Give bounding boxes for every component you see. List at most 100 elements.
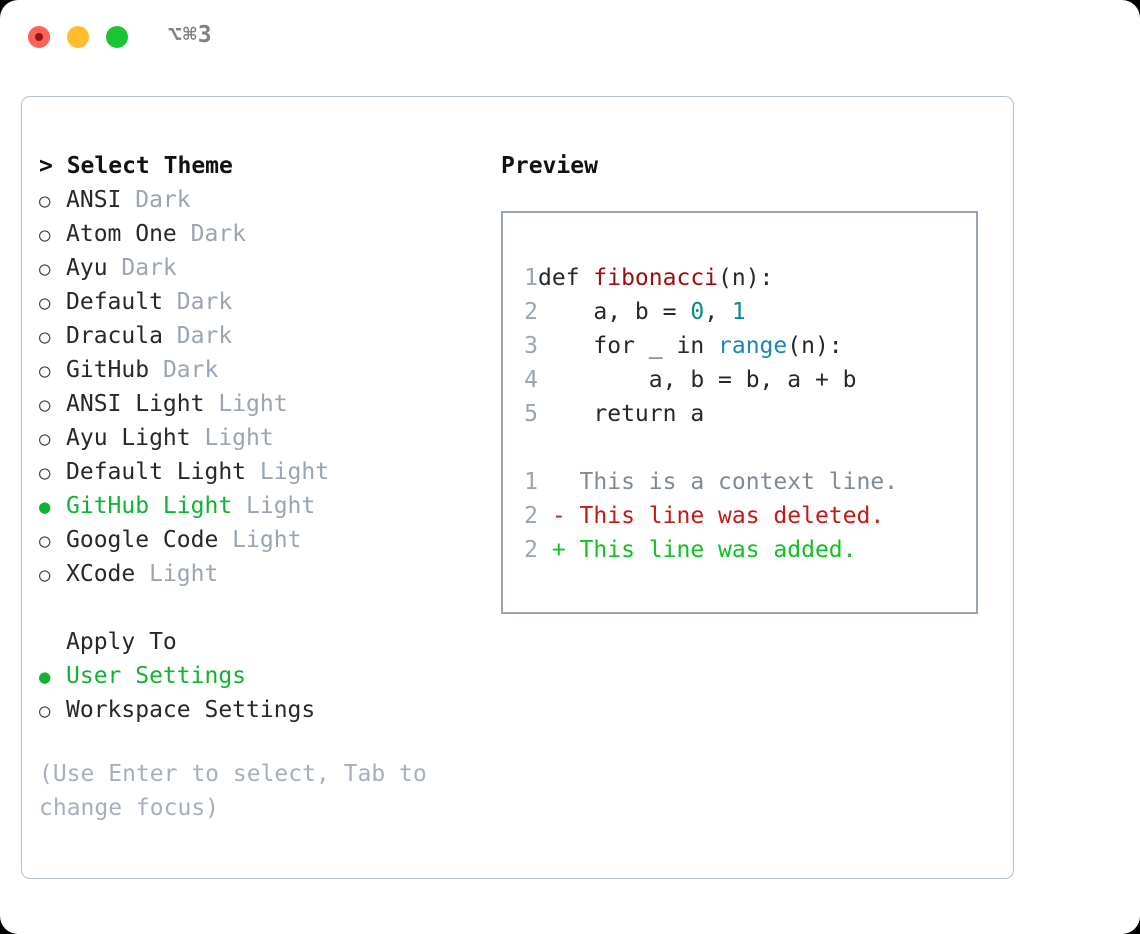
theme-option-ayu-light[interactable]: ○ Ayu Light Light <box>39 421 489 455</box>
line-number: 1 <box>524 469 538 495</box>
line-number: 2 <box>524 299 538 325</box>
preview-title: Preview <box>501 153 598 179</box>
line-number: 2 <box>524 503 538 529</box>
theme-option-list: ○ANSI Dark○Atom One Dark○Ayu Dark○Defaul… <box>39 183 489 591</box>
code-token: for _ in <box>538 333 719 359</box>
page-title: > Select Theme <box>39 153 233 179</box>
theme-option-variant: Light <box>190 425 274 451</box>
radio-unselected-icon: ○ <box>39 394 51 416</box>
diff-line: 2 - This line was deleted. <box>516 499 898 533</box>
theme-option-label: Default <box>66 289 163 315</box>
theme-option-label: Dracula <box>66 323 163 349</box>
theme-option-variant: Light <box>135 561 219 587</box>
maximize-window-icon[interactable] <box>106 26 128 48</box>
theme-option-label: ANSI <box>66 187 122 213</box>
theme-option-label: ANSI Light <box>66 391 205 417</box>
content-card: > Select Theme ○ANSI Dark○Atom One Dark○… <box>21 96 1014 879</box>
theme-option-google-code[interactable]: ○ Google Code Light <box>39 523 489 557</box>
theme-option-label: Ayu <box>66 255 108 281</box>
theme-option-variant: Light <box>232 493 316 519</box>
theme-option-variant: Light <box>204 391 288 417</box>
apply-to-option-label: User Settings <box>66 663 247 689</box>
title-bar: ⌥⌘3 <box>0 0 1140 76</box>
theme-selector-pane: > Select Theme ○ANSI Dark○Atom One Dark○… <box>39 149 489 825</box>
close-window-icon[interactable] <box>28 26 50 48</box>
code-token: - This line was deleted. <box>538 503 885 529</box>
code-token: (n): <box>718 265 774 291</box>
code-token: (n): <box>787 333 843 359</box>
apply-to-option-list: ● User Settings ○ Workspace Settings <box>39 659 489 727</box>
theme-option-dracula[interactable]: ○ Dracula Dark <box>39 319 489 353</box>
theme-option-label: XCode <box>66 561 136 587</box>
radio-unselected-icon: ○ <box>39 326 51 348</box>
theme-option-variant: Dark <box>162 289 233 315</box>
code-token: def <box>538 265 594 291</box>
radio-unselected-icon: ○ <box>39 428 51 450</box>
code-token: range <box>718 333 788 359</box>
apply-to-option-label: Workspace Settings <box>66 697 316 723</box>
code-token: return a <box>538 401 705 427</box>
code-token: 0 <box>690 299 705 325</box>
theme-option-variant: Dark <box>176 221 247 247</box>
radio-unselected-icon: ○ <box>39 700 51 722</box>
line-number: 3 <box>524 333 538 359</box>
code-token: , <box>704 299 732 325</box>
radio-unselected-icon: ○ <box>39 292 51 314</box>
line-number: 1 <box>524 265 538 291</box>
code-line: 1def fibonacci(n): <box>516 261 898 295</box>
theme-option-default[interactable]: ○ Default Dark <box>39 285 489 319</box>
theme-option-label: GitHub Light <box>66 493 233 519</box>
code-token: + This line was added. <box>538 537 857 563</box>
radio-selected-icon: ● <box>39 666 51 688</box>
line-number: 5 <box>524 401 538 427</box>
theme-option-variant: Dark <box>162 323 233 349</box>
theme-option-github-light[interactable]: ● GitHub Light Light <box>39 489 489 523</box>
code-token: a, b = b, a + b <box>538 367 857 393</box>
code-line: 3 for _ in range(n): <box>516 329 898 363</box>
minimize-window-icon[interactable] <box>67 26 89 48</box>
apply-to-heading: Apply To <box>66 629 177 655</box>
traffic-lights <box>28 26 128 48</box>
theme-option-variant: Dark <box>149 357 219 383</box>
theme-option-ansi[interactable]: ○ ANSI Dark <box>39 183 489 217</box>
radio-selected-icon: ● <box>39 496 51 518</box>
apply-to-option-user-settings[interactable]: ● User Settings <box>39 659 489 693</box>
theme-option-variant: Light <box>218 527 302 553</box>
code-token: 1 <box>731 299 746 325</box>
radio-unselected-icon: ○ <box>39 360 51 382</box>
radio-unselected-icon: ○ <box>39 224 51 246</box>
diff-line: 2 + This line was added. <box>516 533 898 567</box>
apply-to-option-workspace-settings[interactable]: ○ Workspace Settings <box>39 693 489 727</box>
theme-option-default-light[interactable]: ○Default Light Light <box>39 455 489 489</box>
section-spacer <box>39 591 489 625</box>
theme-option-ansi-light[interactable]: ○ ANSI Light Light <box>39 387 489 421</box>
radio-unselected-icon: ○ <box>39 190 51 212</box>
theme-option-variant: Light <box>246 459 330 485</box>
code-token: fibonacci <box>593 265 719 291</box>
code-line: 5 return a <box>516 397 898 431</box>
code-token: a, b = <box>538 299 691 325</box>
theme-option-label: GitHub <box>66 357 150 383</box>
code-blank-line <box>516 431 898 465</box>
theme-option-label: Atom One <box>66 221 177 247</box>
theme-option-label: Google Code <box>66 527 219 553</box>
theme-option-variant: Dark <box>121 187 191 213</box>
theme-option-variant: Dark <box>107 255 177 281</box>
line-number: 2 <box>524 537 538 563</box>
code-line: 2 a, b = 0, 1 <box>516 295 898 329</box>
diff-line: 1 This is a context line. <box>516 465 898 499</box>
radio-unselected-icon: ○ <box>39 258 51 280</box>
theme-option-xcode[interactable]: ○XCode Light <box>39 557 489 591</box>
theme-option-ayu[interactable]: ○ Ayu Dark <box>39 251 489 285</box>
theme-option-atom-one[interactable]: ○ Atom One Dark <box>39 217 489 251</box>
keyboard-hint-text: (Use Enter to select, Tab to change focu… <box>39 761 441 821</box>
code-line: 4 a, b = b, a + b <box>516 363 898 397</box>
theme-option-label: Ayu Light <box>66 425 191 451</box>
radio-unselected-icon: ○ <box>39 462 51 484</box>
theme-option-github[interactable]: ○ GitHub Dark <box>39 353 489 387</box>
radio-unselected-icon: ○ <box>39 530 51 552</box>
